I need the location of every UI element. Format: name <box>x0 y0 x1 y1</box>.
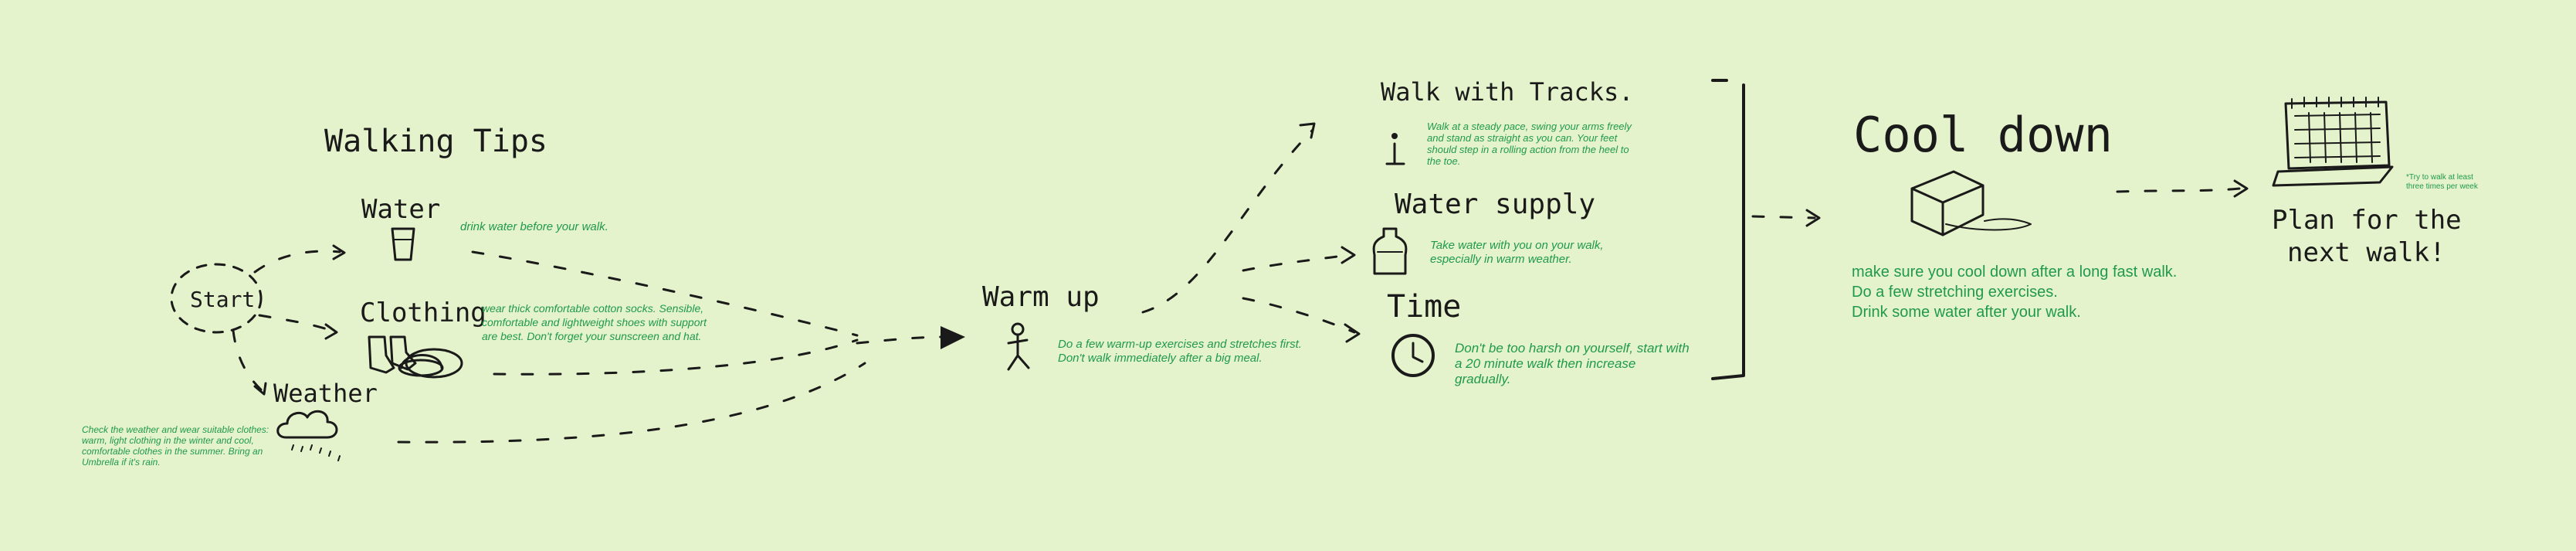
weather-label: Weather <box>273 379 378 408</box>
time-note-line-3: gradually. <box>1455 372 1510 386</box>
arrowhead-start-water <box>332 244 346 260</box>
arrow-start-to-water <box>253 250 341 274</box>
diagram-title: Walking Tips <box>324 124 547 159</box>
arrow-clothing-to-warmup <box>493 338 859 376</box>
boots-and-hat-icon <box>368 335 463 379</box>
warmup-note-line-2: Don't walk immediately after a big meal. <box>1058 352 1263 365</box>
arrowhead-walk <box>1299 122 1316 139</box>
arrow-start-to-weather <box>232 329 264 393</box>
water-note: drink water before your walk. <box>460 220 608 233</box>
walker-icon <box>1385 133 1405 165</box>
arrow-warmup-to-time <box>1242 297 1356 334</box>
calendar-icon <box>2272 97 2394 187</box>
arrowhead-start-weather <box>253 382 267 396</box>
arrow-start-to-clothing <box>258 314 334 332</box>
arrow-water-to-warmup <box>471 250 859 337</box>
water-supply-note-line-2: especially in warm weather. <box>1430 253 1572 266</box>
water-supply-label: Water supply <box>1395 189 1595 220</box>
weather-note-line-2: warm, light clothing in the winter and c… <box>82 435 254 446</box>
start-node <box>170 263 263 334</box>
clock-icon <box>1391 334 1435 377</box>
plan-note-line-2: three times per week <box>2406 182 2479 191</box>
time-label: Time <box>1387 289 1461 325</box>
plan-label-line-2: next walk! <box>2287 237 2446 268</box>
arrowhead-plan <box>2233 179 2249 198</box>
walk-tracks-note-line-4: the toe. <box>1427 155 1460 167</box>
cooldown-note-line-1: make sure you cool down after a long fas… <box>1852 264 2177 281</box>
weather-note-line-4: Umbrella if it's rain. <box>82 457 161 468</box>
ice-cube-icon <box>1910 170 2032 236</box>
arrow-weather-to-warmup <box>397 362 866 444</box>
arrow-bracket-to-cooldown <box>1751 215 1816 219</box>
warmup-label: Warm up <box>982 281 1100 313</box>
arrowhead-time <box>1344 323 1361 343</box>
clothing-note-line-2: comfortable and lightweight shoes with s… <box>482 316 707 328</box>
plan-note-line-1: *Try to walk at least <box>2406 173 2473 182</box>
walk-tracks-note-line-1: Walk at a steady pace, swing your arms f… <box>1427 121 1632 132</box>
walk-tracks-note-line-3: should step in a rolling action from the… <box>1427 144 1629 155</box>
walk-tracks-note-line-2: and stand as straight as you can. Your f… <box>1427 132 1618 144</box>
stick-figure-icon <box>1007 322 1030 371</box>
plan-label-line-1: Plan for the <box>2272 205 2462 236</box>
cooldown-label: Cool down <box>1853 107 2113 163</box>
clothing-note-line-1: wear thick comfortable cotton socks. Sen… <box>482 302 703 315</box>
bottle-icon <box>1372 227 1408 275</box>
bracket <box>1711 79 1745 380</box>
arrowhead-cooldown <box>1805 209 1821 227</box>
time-note-line-1: Don't be too harsh on yourself, start wi… <box>1455 341 1690 355</box>
clothing-label: Clothing <box>360 298 486 328</box>
cooldown-note-line-2: Do a few stretching exercises. <box>1852 284 2058 301</box>
water-label: Water <box>361 194 440 225</box>
start-label: Start <box>190 287 255 312</box>
arrow-warmup-to-walk <box>1141 128 1314 314</box>
cooldown-note-line-3: Drink some water after your walk. <box>1852 304 2081 321</box>
water-supply-note-line-1: Take water with you on your walk, <box>1430 239 1604 252</box>
cloud-icon <box>276 410 341 461</box>
weather-note-line-1: Check the weather and wear suitable clot… <box>82 424 269 435</box>
walk-tracks-label: Walk with Tracks. <box>1381 77 1634 107</box>
arrowhead-start-clothing <box>324 323 338 340</box>
cup-icon <box>391 227 415 261</box>
time-note-line-2: a 20 minute walk then increase <box>1455 356 1635 371</box>
warmup-note-line-1: Do a few warm-up exercises and stretches… <box>1058 338 1302 351</box>
arrow-to-warmup-main <box>856 335 944 345</box>
clothing-note-line-3: are best. Don't forget your sunscreen an… <box>482 330 701 342</box>
weather-note-line-3: comfortable clothes in the summer. Bring… <box>82 446 263 457</box>
arrowhead-water-supply <box>1341 246 1356 264</box>
arrowhead-warmup <box>941 326 965 349</box>
arrow-cooldown-to-plan <box>2116 187 2241 193</box>
arrow-warmup-to-water-supply <box>1242 253 1351 272</box>
